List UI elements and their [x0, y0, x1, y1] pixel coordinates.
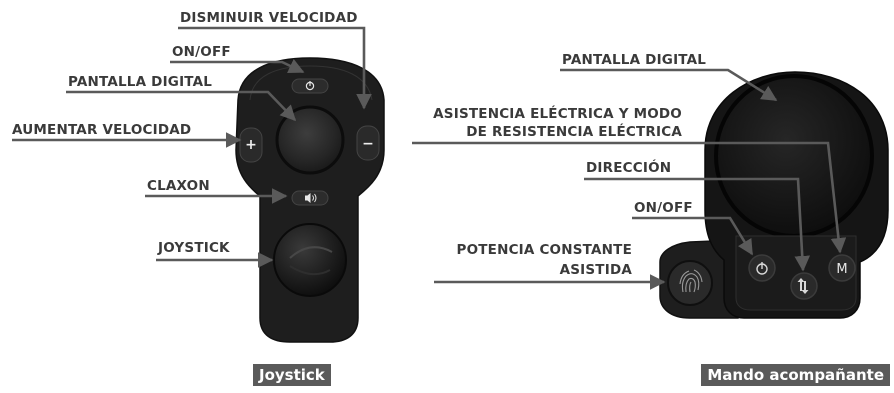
mode-button-label: M	[836, 262, 847, 277]
mando-device: M	[659, 71, 889, 319]
label-disminuir-velocidad: DISMINUIR VELOCIDAD	[180, 10, 358, 26]
label-joystick-pantalla: PANTALLA DIGITAL	[68, 74, 213, 90]
power-icon	[756, 262, 768, 275]
mando-mode-button[interactable]	[828, 254, 856, 282]
leader-asistencia	[412, 141, 847, 254]
leader-direccion	[584, 177, 811, 272]
joystick-leader-lines	[12, 26, 372, 268]
fingerprint-icon	[679, 269, 703, 293]
joystick-device: + −	[235, 57, 385, 343]
power-icon	[305, 81, 315, 91]
label-claxon: CLAXON	[147, 178, 210, 194]
leader-pantalla	[66, 90, 297, 122]
mando-leader-lines	[412, 68, 847, 290]
label-joystick: JOYSTICK	[158, 240, 230, 256]
direction-arrows-icon	[797, 278, 809, 294]
caption-mando: Mando acompañante	[701, 364, 890, 386]
leader-mando-pantalla	[560, 68, 778, 102]
speaker-icon	[305, 193, 317, 203]
joystick-knob[interactable]	[273, 223, 347, 297]
joystick-minus-button[interactable]	[356, 125, 380, 161]
leader-onoff	[170, 58, 305, 74]
label-joystick-onoff: ON/OFF	[172, 44, 231, 60]
label-aumentar-velocidad: AUMENTAR VELOCIDAD	[12, 122, 192, 138]
leader-disminuir	[178, 26, 372, 110]
label-mando-pantalla: PANTALLA DIGITAL	[562, 52, 707, 68]
label-asistencia-line1: ASISTENCIA ELÉCTRICA Y MODO	[433, 106, 682, 122]
mando-screen	[714, 74, 874, 238]
minus-label: −	[362, 136, 374, 152]
label-potencia-line2: ASISTIDA	[559, 262, 632, 278]
caption-joystick: Joystick	[253, 364, 331, 386]
label-potencia-line1: POTENCIA CONSTANTE	[456, 242, 632, 258]
label-direccion: DIRECCIÓN	[586, 160, 672, 176]
label-asistencia-line2: DE RESISTENCIA ELÉCTRICA	[466, 124, 682, 140]
plus-label: +	[245, 137, 257, 153]
leader-mando-onoff	[632, 216, 754, 256]
label-mando-onoff: ON/OFF	[634, 200, 693, 216]
joystick-screen	[275, 105, 345, 175]
